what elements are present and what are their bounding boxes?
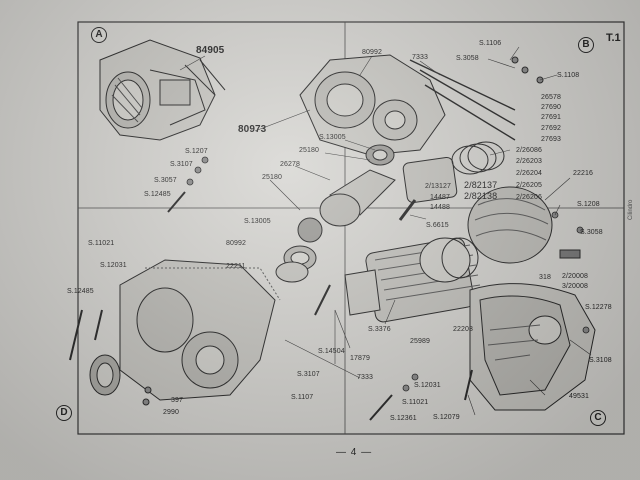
part-label: 2/26086: [516, 147, 543, 154]
part-label: 27690: [541, 104, 561, 111]
part-label: S.3108: [589, 357, 612, 364]
part-label: S.3376: [368, 326, 391, 333]
part-label: S.12485: [67, 288, 94, 295]
part-label: S.11021: [88, 240, 115, 247]
part-label: 2990: [163, 409, 179, 416]
part-label: 2/26203: [516, 158, 543, 165]
part-label: 80992: [362, 49, 382, 56]
part-label: 22216: [573, 170, 593, 177]
part-label: S.3107: [170, 161, 193, 168]
part-label: S.1107: [291, 394, 314, 401]
cylinder-head-drawing: [467, 186, 581, 264]
part-label: S.12079: [433, 414, 460, 421]
quadrant-d-marker: D: [56, 405, 72, 421]
part-label: 2/26204: [516, 170, 543, 177]
crankshaft-drawing: [275, 144, 396, 283]
part-label: 84905: [196, 45, 225, 56]
fan-shroud-drawing: [469, 283, 596, 411]
part-label: 25180: [262, 174, 282, 181]
part-label: 7333: [412, 54, 428, 61]
part-label: 17879: [350, 355, 370, 362]
leader-lines: [179, 46, 592, 416]
part-label: S.14504: [318, 348, 345, 355]
plate-id: T.1: [606, 32, 621, 44]
part-label: 26578: [541, 94, 561, 101]
crankcase-lower-drawing: [69, 259, 473, 421]
part-label: 3/20008: [562, 283, 589, 290]
part-label: 2/26206: [516, 194, 543, 201]
part-label: 7333: [357, 374, 373, 381]
part-label: S.13005: [319, 134, 346, 141]
quadrant-b-marker: B: [578, 37, 594, 53]
part-label: S.6615: [426, 222, 449, 229]
part-label: 397: [171, 397, 183, 404]
part-label: 25180: [299, 147, 319, 154]
part-label: S.13005: [244, 218, 271, 225]
part-label: 2/82137: [464, 180, 498, 190]
part-label: S.1106: [479, 40, 502, 47]
part-label: S.3107: [297, 371, 320, 378]
part-label: S.12031: [414, 382, 441, 389]
part-label: S.12485: [144, 191, 171, 198]
quadrant-c-marker: C: [590, 410, 606, 426]
part-label: 14487: [430, 194, 450, 201]
quadrant-a-marker: A: [91, 27, 107, 43]
part-label: S.3058: [456, 55, 479, 62]
crankcase-half-drawing: [299, 54, 544, 156]
part-label: 22211: [226, 263, 246, 270]
part-label: S.1207: [185, 148, 208, 155]
part-label: S.3057: [154, 177, 177, 184]
part-label: 2/26205: [516, 182, 543, 189]
part-label: 318: [539, 274, 551, 281]
part-label: 27691: [541, 114, 561, 121]
part-label: 27692: [541, 125, 561, 132]
fastener-drawings: [167, 156, 590, 392]
part-label: S.1108: [557, 72, 580, 79]
cylinder-drawing: [344, 237, 481, 323]
part-label: S.12361: [390, 415, 417, 422]
part-label: S.12031: [100, 262, 127, 269]
piston-drawing: [398, 141, 505, 221]
part-label: 2/13127: [425, 183, 452, 190]
part-label: 14488: [430, 204, 450, 211]
engine-assembly-drawing: [99, 39, 226, 141]
part-label: 2/20008: [562, 273, 589, 280]
part-label: 26278: [280, 161, 300, 168]
part-label: 27693: [541, 136, 561, 143]
part-label: S.3058: [580, 229, 603, 236]
part-label: 25989: [410, 338, 430, 345]
part-label: 80992: [226, 240, 246, 247]
part-label: S.12278: [585, 304, 612, 311]
part-label: 80973: [238, 124, 267, 135]
page-number: — 4 —: [336, 447, 373, 458]
part-label: S.1208: [577, 201, 600, 208]
part-label: 2/82138: [464, 191, 498, 201]
part-label: 49531: [569, 393, 589, 400]
side-note: Cilindro: [628, 199, 634, 220]
part-label: 22203: [453, 326, 473, 333]
part-label: S.11021: [402, 399, 429, 406]
